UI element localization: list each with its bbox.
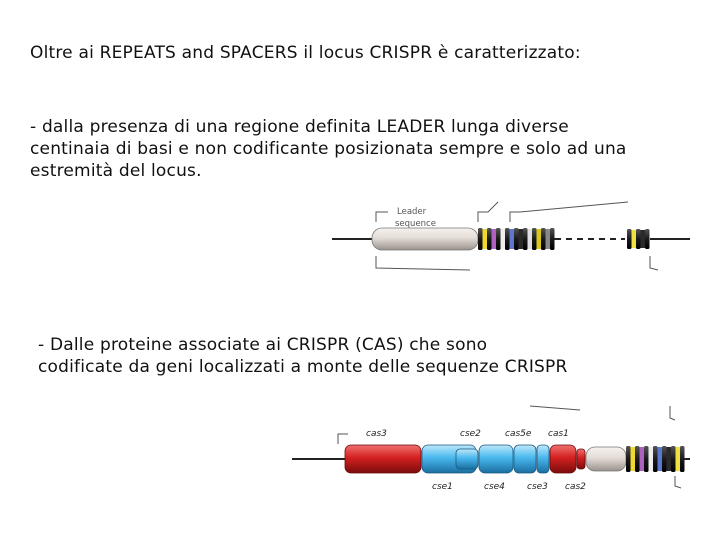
repeat	[478, 228, 483, 250]
spacer	[527, 229, 532, 249]
gene-cse3	[536, 444, 550, 474]
spacer	[648, 447, 653, 471]
label-cas3: cas3	[366, 429, 387, 439]
repeat	[644, 446, 649, 472]
bracket-bottom-left	[375, 256, 471, 271]
bracket-right	[509, 201, 629, 222]
label-cse1: cse1	[432, 482, 453, 492]
repeat	[653, 446, 658, 472]
crispr-array-tail	[627, 229, 650, 249]
spacer	[545, 229, 550, 249]
leader-line-2: centinaia di basi e non codificante posi…	[30, 139, 627, 159]
spacer	[657, 447, 662, 471]
repeat	[532, 228, 537, 250]
label-cas1: cas1	[548, 429, 569, 439]
bracket-cas-top-right	[669, 406, 676, 421]
label-cas5e: cas5e	[505, 429, 532, 439]
leader-line-3: estremità del locus.	[30, 161, 202, 181]
leader-label-line2: sequence	[395, 219, 436, 229]
bracket-bottom-right	[649, 256, 659, 271]
label-cse2: cse2	[460, 429, 481, 439]
gene-cse4	[478, 444, 514, 474]
bracket-cas-bottom-right	[674, 476, 682, 489]
gene-cas2	[576, 448, 586, 470]
cas-line-2: codificate da geni localizzati a monte d…	[38, 357, 568, 377]
repeat	[627, 229, 632, 249]
spacer	[675, 447, 680, 471]
leader-description: - dalla presenza di una regione definita…	[30, 116, 670, 182]
spacer	[666, 447, 671, 471]
bracket-mid	[477, 201, 499, 222]
repeat	[645, 229, 650, 249]
spacer	[631, 230, 636, 248]
repeat	[487, 228, 492, 250]
label-cas2: cas2	[565, 482, 586, 492]
gene-cas3	[344, 444, 422, 474]
repeat	[505, 228, 510, 250]
spacer	[509, 229, 514, 249]
gene-cas1	[549, 444, 577, 474]
spacer	[518, 229, 523, 249]
repeat	[662, 446, 667, 472]
slide-title: Oltre ai REPEATS and SPACERS il locus CR…	[30, 43, 581, 63]
repeat	[636, 229, 641, 249]
cas-crispr-array	[626, 446, 685, 472]
repeat	[523, 228, 528, 250]
spacer	[500, 229, 505, 249]
label-cse4: cse4	[484, 482, 505, 492]
bracket-cas-top-left	[337, 433, 348, 444]
repeat	[514, 228, 519, 250]
bracket-left	[375, 211, 388, 222]
repeat	[550, 228, 555, 250]
bracket-cas-top	[529, 405, 581, 411]
cas-leader-block	[585, 446, 627, 472]
cas-description: - Dalle proteine associate ai CRISPR (CA…	[38, 334, 638, 378]
label-cse3: cse3	[527, 482, 548, 492]
spacer	[630, 447, 635, 471]
repeat	[671, 446, 676, 472]
crispr-array	[478, 228, 555, 250]
repeat	[541, 228, 546, 250]
spacer	[491, 229, 496, 249]
gene-cse2	[455, 448, 479, 470]
cas-line-1: - Dalle proteine associate ai CRISPR (CA…	[38, 335, 488, 355]
leader-sequence-block	[371, 227, 479, 251]
spacer	[536, 229, 541, 249]
gene-cas5e	[513, 444, 537, 474]
spacer	[639, 447, 644, 471]
repeat	[635, 446, 640, 472]
leader-label-line1: Leader	[397, 207, 427, 217]
repeat	[496, 228, 501, 250]
repeat	[626, 446, 631, 472]
repeat	[680, 446, 685, 472]
leader-locus-diagram: Leader sequence	[332, 201, 690, 271]
spacer	[640, 230, 645, 248]
spacer	[482, 229, 487, 249]
cas-locus-diagram: cas3 cse2 cas5e cas1 cse1 cse4 cse3 cas2	[292, 405, 690, 492]
leader-line-1: - dalla presenza di una regione definita…	[30, 117, 569, 137]
